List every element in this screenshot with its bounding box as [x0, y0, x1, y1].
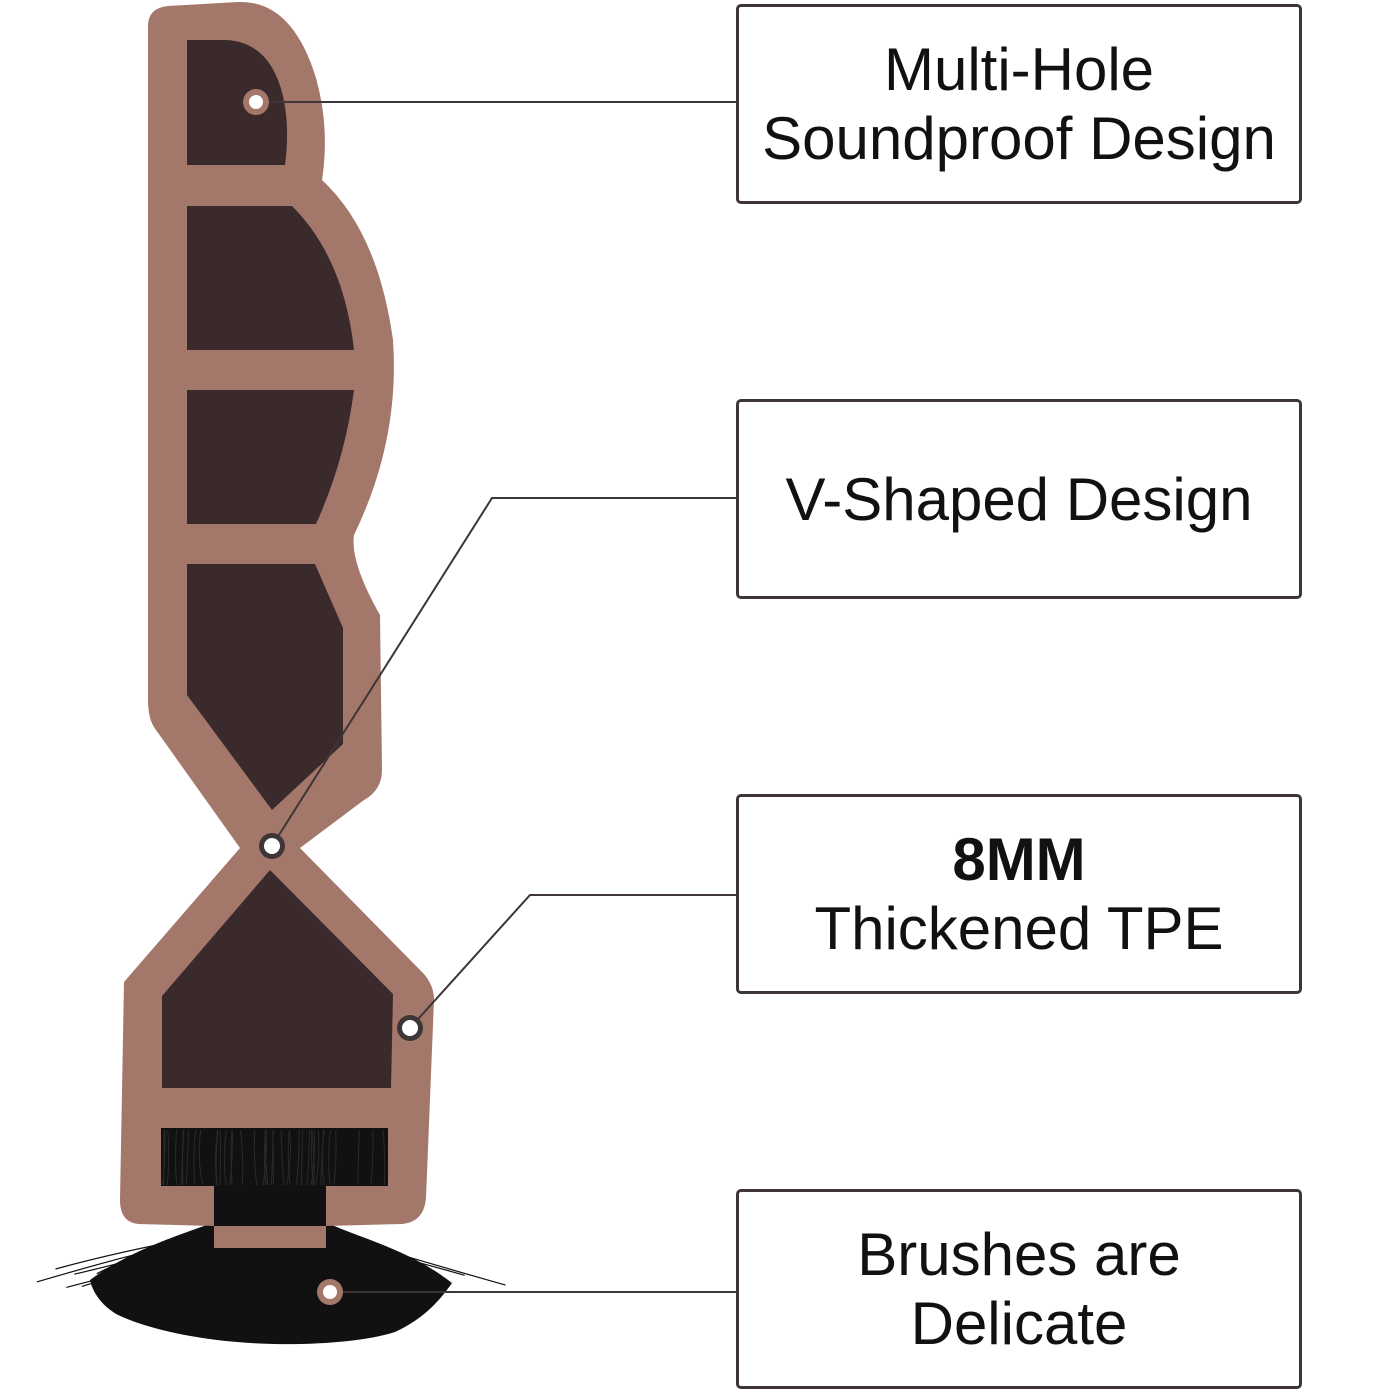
callout-thickened-tpe: 8MM Thickened TPE: [736, 794, 1302, 994]
callout-multi-hole-line2: Soundproof Design: [762, 105, 1276, 172]
channel-bristle-strand: [166, 1129, 170, 1186]
bristle-strand: [154, 1229, 222, 1315]
pointer-dot-brushes: [317, 1279, 343, 1305]
channel-bristle-strand: [230, 1129, 233, 1186]
channel-bristle-strand: [223, 1129, 227, 1186]
callout-brushes-line1: Brushes are: [857, 1221, 1181, 1288]
channel-bristle-strand: [310, 1129, 315, 1186]
channel-bristle-strand: [262, 1129, 267, 1186]
channel-bristle-strand: [301, 1129, 304, 1186]
channel-bristle-strand: [253, 1129, 258, 1186]
channel-bristle-strand: [357, 1129, 360, 1186]
chamber-2: [187, 206, 354, 350]
channel-bristle-strand: [198, 1129, 204, 1186]
channel-bristle-strand: [310, 1129, 314, 1186]
channel-bristle-strand: [175, 1129, 177, 1186]
channel-bristle-strand: [306, 1129, 310, 1186]
callout-thickened-line1: 8MM: [952, 826, 1086, 893]
chamber-4: [187, 564, 343, 810]
pointer-dot-multi-hole: [243, 89, 269, 115]
leader-line-v-shaped: [271, 497, 736, 847]
channel-bristle-strand: [180, 1129, 185, 1186]
channel-bristle-strand: [161, 1129, 166, 1186]
bristle-strand: [74, 1229, 230, 1275]
callout-multi-hole: Multi-Hole Soundproof Design: [736, 4, 1302, 204]
channel-bristle-strand: [382, 1129, 386, 1186]
channel-bristle-strand: [239, 1129, 244, 1186]
bristle-strand: [55, 1229, 237, 1270]
channel-bristle-strand: [229, 1129, 233, 1186]
chamber-3: [187, 390, 354, 524]
pointer-dot-v-shaped: [259, 833, 285, 859]
channel-bristle-strand: [328, 1129, 332, 1186]
bristle-strand: [316, 1229, 506, 1286]
channel-bristle-strand: [287, 1129, 291, 1186]
channel-bristle-strand: [295, 1129, 300, 1186]
channel-bristle-strand: [286, 1129, 292, 1186]
channel-bristle-strand: [193, 1129, 197, 1186]
channel-bristle-strand: [320, 1129, 324, 1186]
callout-thickened-line2: Thickened TPE: [814, 895, 1224, 962]
channel-bristle-strand: [185, 1129, 190, 1186]
leader-line-thickened: [409, 894, 736, 1029]
callout-brushes-line2: Delicate: [910, 1290, 1128, 1357]
channel-bristle-strand: [333, 1129, 337, 1186]
callout-brushes: Brushes are Delicate: [736, 1189, 1302, 1389]
channel-bristle-strands: [161, 1129, 386, 1186]
pointer-dot-thickened: [397, 1015, 423, 1041]
channel-bristle-strand: [219, 1129, 222, 1186]
brush-channel: [161, 1128, 388, 1226]
chamber-1: [187, 40, 288, 165]
channel-bristle-strand: [280, 1129, 285, 1186]
bristle-strand: [96, 1229, 229, 1275]
channel-bristle-strand: [370, 1129, 374, 1186]
callout-multi-hole-line1: Multi-Hole: [883, 36, 1155, 103]
chamber-5: [162, 870, 393, 1088]
callout-v-shaped-line1: V-Shaped Design: [785, 465, 1253, 533]
channel-bristle-strand: [215, 1129, 219, 1186]
channel-bristle-strand: [315, 1129, 320, 1186]
callout-v-shaped: V-Shaped Design: [736, 399, 1302, 599]
